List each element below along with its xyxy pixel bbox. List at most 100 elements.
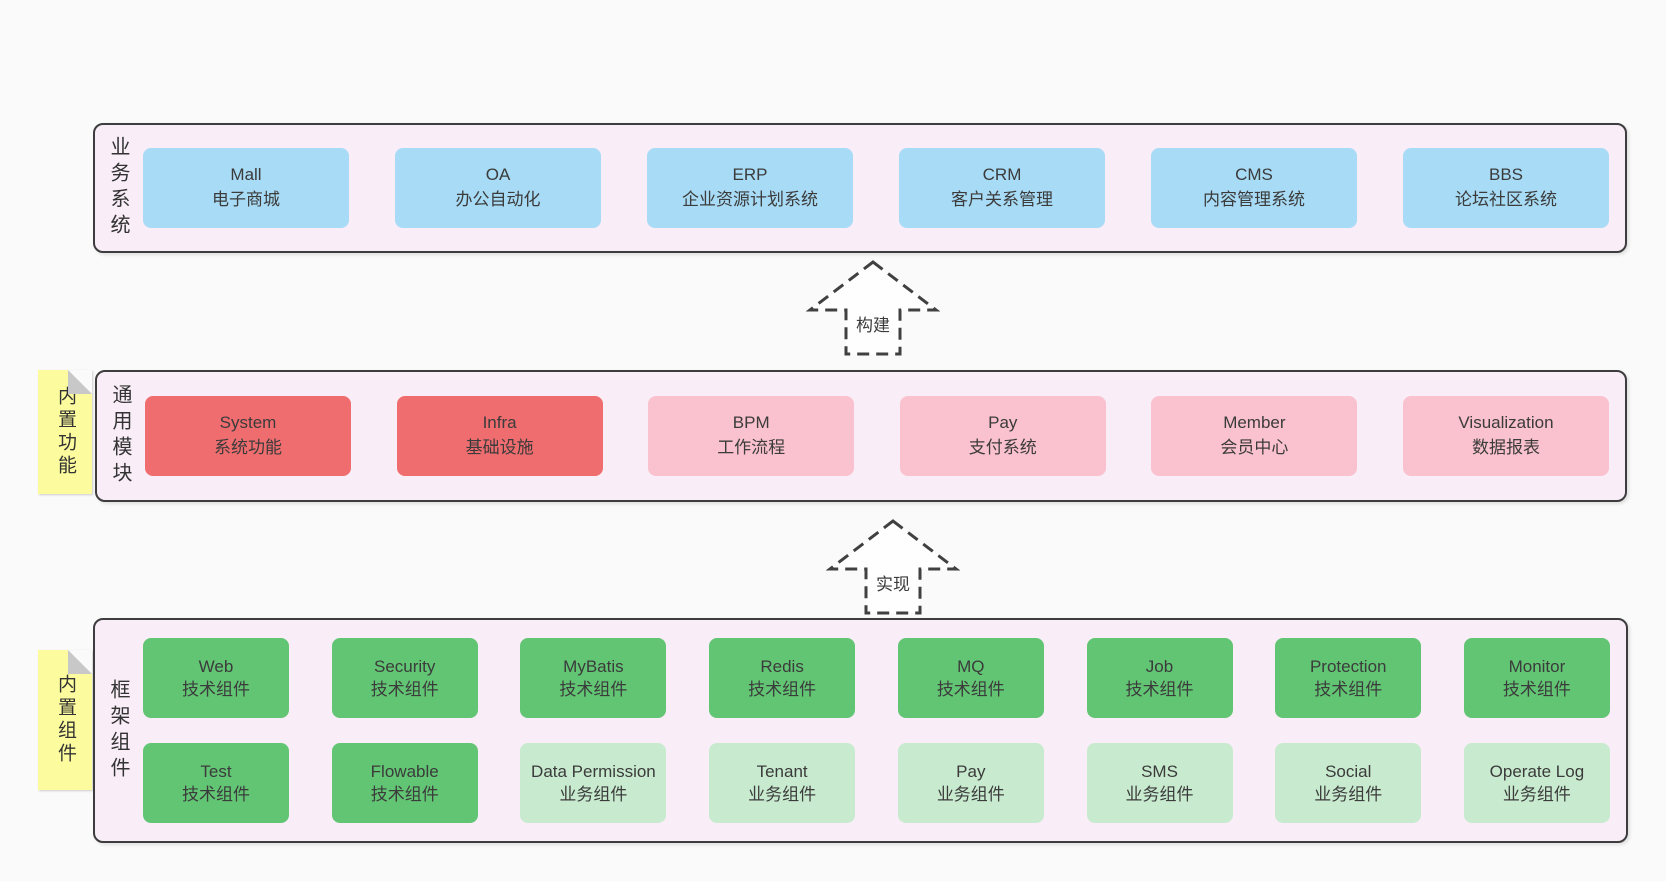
- box-title: OA: [485, 165, 511, 185]
- box-sms: SMS 业务组件: [1086, 743, 1233, 823]
- box-title: Job: [1145, 656, 1174, 676]
- business-boxes-row: Mall 电子商城 OA 办公自动化 ERP 企业资源计划系统 CRM 客户关系…: [143, 148, 1609, 228]
- box-subtitle: 技术组件: [370, 785, 439, 804]
- modules-boxes-row: System 系统功能 Infra 基础设施 BPM 工作流程 Pay 支付系统…: [145, 396, 1609, 476]
- box-subtitle: 技术组件: [748, 680, 817, 699]
- box-subtitle: 业务组件: [936, 785, 1005, 804]
- box-subtitle: 论坛社区系统: [1455, 190, 1557, 209]
- box-subtitle: 客户关系管理: [951, 190, 1053, 209]
- up-arrow-build-icon: 构建: [806, 258, 940, 358]
- box-operate-log: Operate Log 业务组件: [1463, 743, 1610, 823]
- box-job: Job 技术组件: [1086, 638, 1233, 718]
- box-system: System 系统功能: [145, 396, 351, 476]
- box-infra: Infra 基础设施: [396, 396, 603, 476]
- box-title: Protection: [1309, 656, 1387, 676]
- box-title: Infra: [482, 413, 517, 433]
- sticky-label: 内置功能: [54, 386, 76, 478]
- framework-grid: Web 技术组件 Security 技术组件 MyBatis 技术组件 Redi…: [143, 638, 1610, 823]
- box-web: Web 技术组件: [143, 638, 289, 718]
- box-redis: Redis 技术组件: [709, 638, 856, 718]
- box-bpm: BPM 工作流程: [648, 396, 855, 476]
- box-title: Operate Log: [1489, 761, 1585, 781]
- box-subtitle: 内容管理系统: [1203, 190, 1305, 209]
- box-subtitle: 技术组件: [936, 680, 1005, 699]
- box-title: CMS: [1235, 165, 1273, 185]
- box-title: Member: [1223, 413, 1286, 433]
- sticky-note-builtin-features: 内置功能: [38, 370, 92, 494]
- box-subtitle: 技术组件: [1125, 680, 1194, 699]
- dashed-up-arrow-shape: [806, 260, 940, 356]
- box-cms: CMS 内容管理系统: [1151, 148, 1357, 228]
- box-crm: CRM 客户关系管理: [899, 148, 1105, 228]
- box-title: Visualization: [1458, 413, 1554, 433]
- band-common-modules: 通用模块 System 系统功能 Infra 基础设施 BPM 工作流程 Pay…: [95, 370, 1627, 502]
- box-subtitle: 业务组件: [1502, 785, 1571, 804]
- box-subtitle: 业务组件: [1314, 785, 1383, 804]
- box-flowable: Flowable 技术组件: [331, 743, 478, 823]
- box-subtitle: 电子商城: [212, 190, 280, 209]
- band-business-systems: 业务系统 Mall 电子商城 OA 办公自动化 ERP 企业资源计划系统 CRM…: [93, 123, 1627, 253]
- box-erp: ERP 企业资源计划系统: [647, 148, 853, 228]
- box-pay-component: Pay 业务组件: [897, 743, 1044, 823]
- box-subtitle: 业务组件: [559, 785, 628, 804]
- box-subtitle: 技术组件: [1502, 680, 1571, 699]
- arrow-implement-label: 实现: [872, 569, 914, 596]
- box-subtitle: 支付系统: [968, 438, 1037, 457]
- box-title: Web: [198, 656, 234, 676]
- arrow-build-label: 构建: [852, 310, 894, 337]
- sticky-note-builtin-components: 内置组件: [38, 650, 92, 790]
- folded-corner-icon: [68, 370, 92, 394]
- box-member: Member 会员中心: [1151, 396, 1358, 476]
- box-subtitle: 技术组件: [1314, 680, 1383, 699]
- box-title: System: [219, 413, 277, 433]
- band-framework-label: 框架组件: [107, 678, 129, 783]
- box-data-permission: Data Permission 业务组件: [520, 743, 667, 823]
- up-arrow-implement-icon: 实现: [826, 517, 960, 617]
- box-subtitle: 数据报表: [1471, 438, 1540, 457]
- box-subtitle: 企业资源计划系统: [682, 190, 818, 209]
- band-modules-label: 通用模块: [109, 384, 131, 488]
- box-title: MyBatis: [563, 656, 624, 676]
- box-title: SMS: [1141, 761, 1178, 781]
- box-title: Data Permission: [531, 761, 656, 781]
- box-title: BPM: [732, 413, 770, 433]
- box-mq: MQ 技术组件: [897, 638, 1044, 718]
- box-subtitle: 业务组件: [748, 785, 817, 804]
- dashed-up-arrow-shape: [826, 519, 960, 615]
- box-title: Security: [373, 656, 436, 676]
- box-subtitle: 技术组件: [370, 680, 439, 699]
- band-framework-components: 框架组件 Web 技术组件 Security 技术组件 MyBatis 技术组件…: [93, 618, 1628, 843]
- box-subtitle: 会员中心: [1220, 438, 1289, 457]
- sticky-label: 内置组件: [54, 674, 76, 766]
- box-social: Social 业务组件: [1275, 743, 1422, 823]
- box-subtitle: 系统功能: [214, 438, 282, 457]
- framework-row-2: Test 技术组件 Flowable 技术组件 Data Permission …: [143, 743, 1610, 823]
- box-protection: Protection 技术组件: [1275, 638, 1422, 718]
- box-mall: Mall 电子商城: [143, 148, 349, 228]
- box-title: CRM: [982, 165, 1022, 185]
- box-title: Monitor: [1508, 656, 1566, 676]
- folded-corner-icon: [68, 650, 92, 674]
- box-title: Mall: [230, 165, 262, 185]
- box-pay-module: Pay 支付系统: [899, 396, 1106, 476]
- box-title: ERP: [732, 165, 768, 185]
- box-title: Redis: [760, 656, 804, 676]
- box-title: Pay: [988, 413, 1018, 433]
- box-title: MQ: [957, 656, 985, 676]
- box-subtitle: 技术组件: [559, 680, 628, 699]
- box-subtitle: 基础设施: [465, 438, 534, 457]
- box-subtitle: 技术组件: [182, 680, 250, 699]
- box-visualization: Visualization 数据报表: [1402, 396, 1609, 476]
- box-bbs: BBS 论坛社区系统: [1403, 148, 1609, 228]
- box-subtitle: 工作流程: [717, 438, 786, 457]
- band-business-label: 业务系统: [107, 136, 129, 240]
- box-test: Test 技术组件: [143, 743, 289, 823]
- box-title: Social: [1325, 761, 1372, 781]
- framework-row-1: Web 技术组件 Security 技术组件 MyBatis 技术组件 Redi…: [143, 638, 1610, 718]
- box-title: Test: [200, 761, 232, 781]
- box-security: Security 技术组件: [331, 638, 478, 718]
- box-subtitle: 业务组件: [1125, 785, 1194, 804]
- box-mybatis: MyBatis 技术组件: [520, 638, 667, 718]
- box-subtitle: 技术组件: [182, 785, 250, 804]
